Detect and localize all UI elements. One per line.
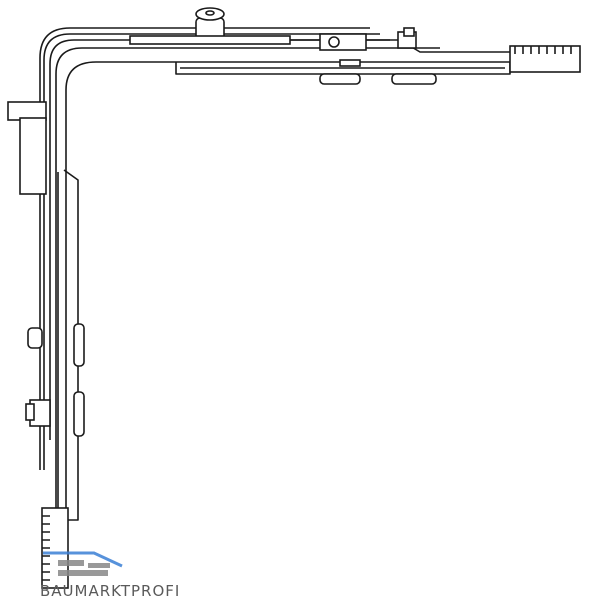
rivet-icon bbox=[328, 36, 340, 48]
toothed-end-right bbox=[509, 45, 581, 73]
watermark-text: BAUMARKTPROFI bbox=[40, 582, 181, 600]
watermark-logo bbox=[43, 551, 123, 576]
